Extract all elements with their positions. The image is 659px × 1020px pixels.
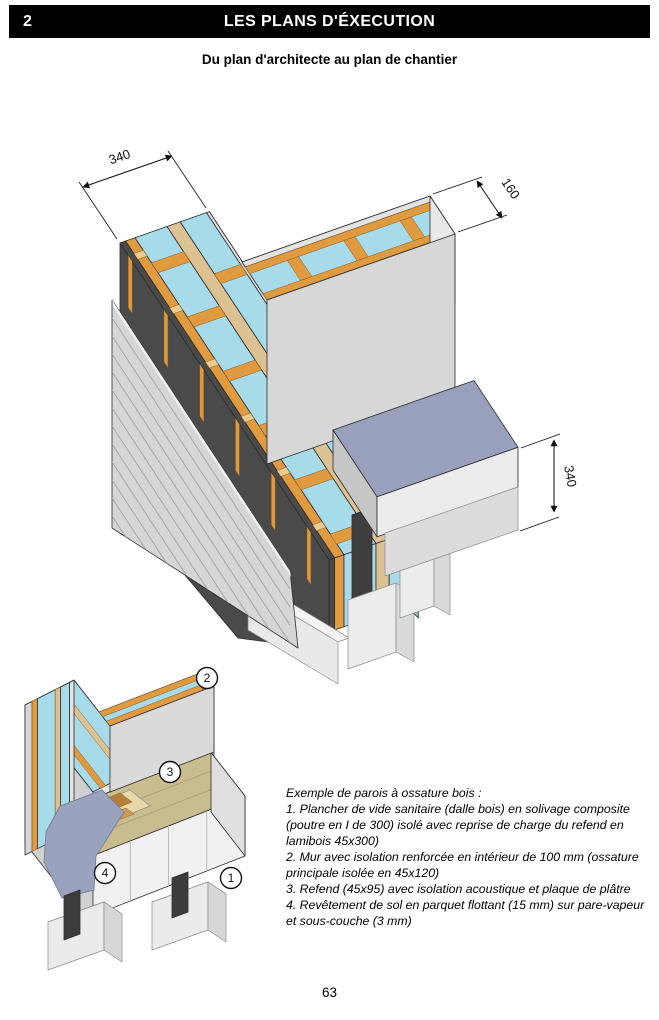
legend-item-3: 3. Refend (45x95) avec isolation acousti… [286,881,631,896]
cladding [111,249,327,649]
chapter-header-bar: 2 LES PLANS D'ÉXECUTION [9,5,650,38]
detail-figure: 2 3 4 1 [24,666,246,971]
page-number: 63 [321,985,338,1000]
legend-item-2: 2. Mur avec isolation renforcée en intér… [286,849,639,880]
dimension-wall-thickness: 340 [78,146,207,240]
detail-foundation [47,871,227,971]
callout-4: 4 [93,861,117,885]
callout-2: 2 [195,666,219,690]
main-figure: 340 160 340 [78,146,580,685]
callout-1: 1 [219,866,243,890]
page-subtitle: Du plan d'architecte au plan de chantier [201,52,458,67]
svg-text:2: 2 [204,671,211,685]
dim-label-floor: 340 [561,464,580,488]
battens [128,249,327,586]
detail-partition [98,671,215,793]
svg-text:4: 4 [102,866,109,880]
partition-wall [241,195,456,465]
svg-text:3: 3 [167,765,174,779]
callout-3: 3 [158,760,182,784]
legend-intro: Exemple de parois à ossature bois : [286,786,482,800]
dimensions: 340 160 340 [78,146,580,532]
chapter-title: LES PLANS D'ÉXECUTION [223,12,436,30]
dim-label-wall: 340 [107,146,132,167]
legend-item-4: 4. Revêtement de sol en parquet flottant… [286,897,645,928]
siding-panel [111,299,299,649]
dimension-floor-depth: 340 [519,433,580,532]
dim-label-partition: 160 [498,175,523,201]
legend-item-1: 1. Plancher de vide sanitaire (dalle boi… [286,801,630,848]
chapter-number: 2 [23,12,32,30]
detail-partition-face [109,685,215,793]
floor-platform [332,380,519,577]
vapor-barrier-membrane [43,789,125,899]
svg-text:1: 1 [228,871,235,885]
callouts: 2 3 4 1 [93,666,243,890]
figure-legend: Exemple de parois à ossature bois : 1. P… [286,786,648,930]
